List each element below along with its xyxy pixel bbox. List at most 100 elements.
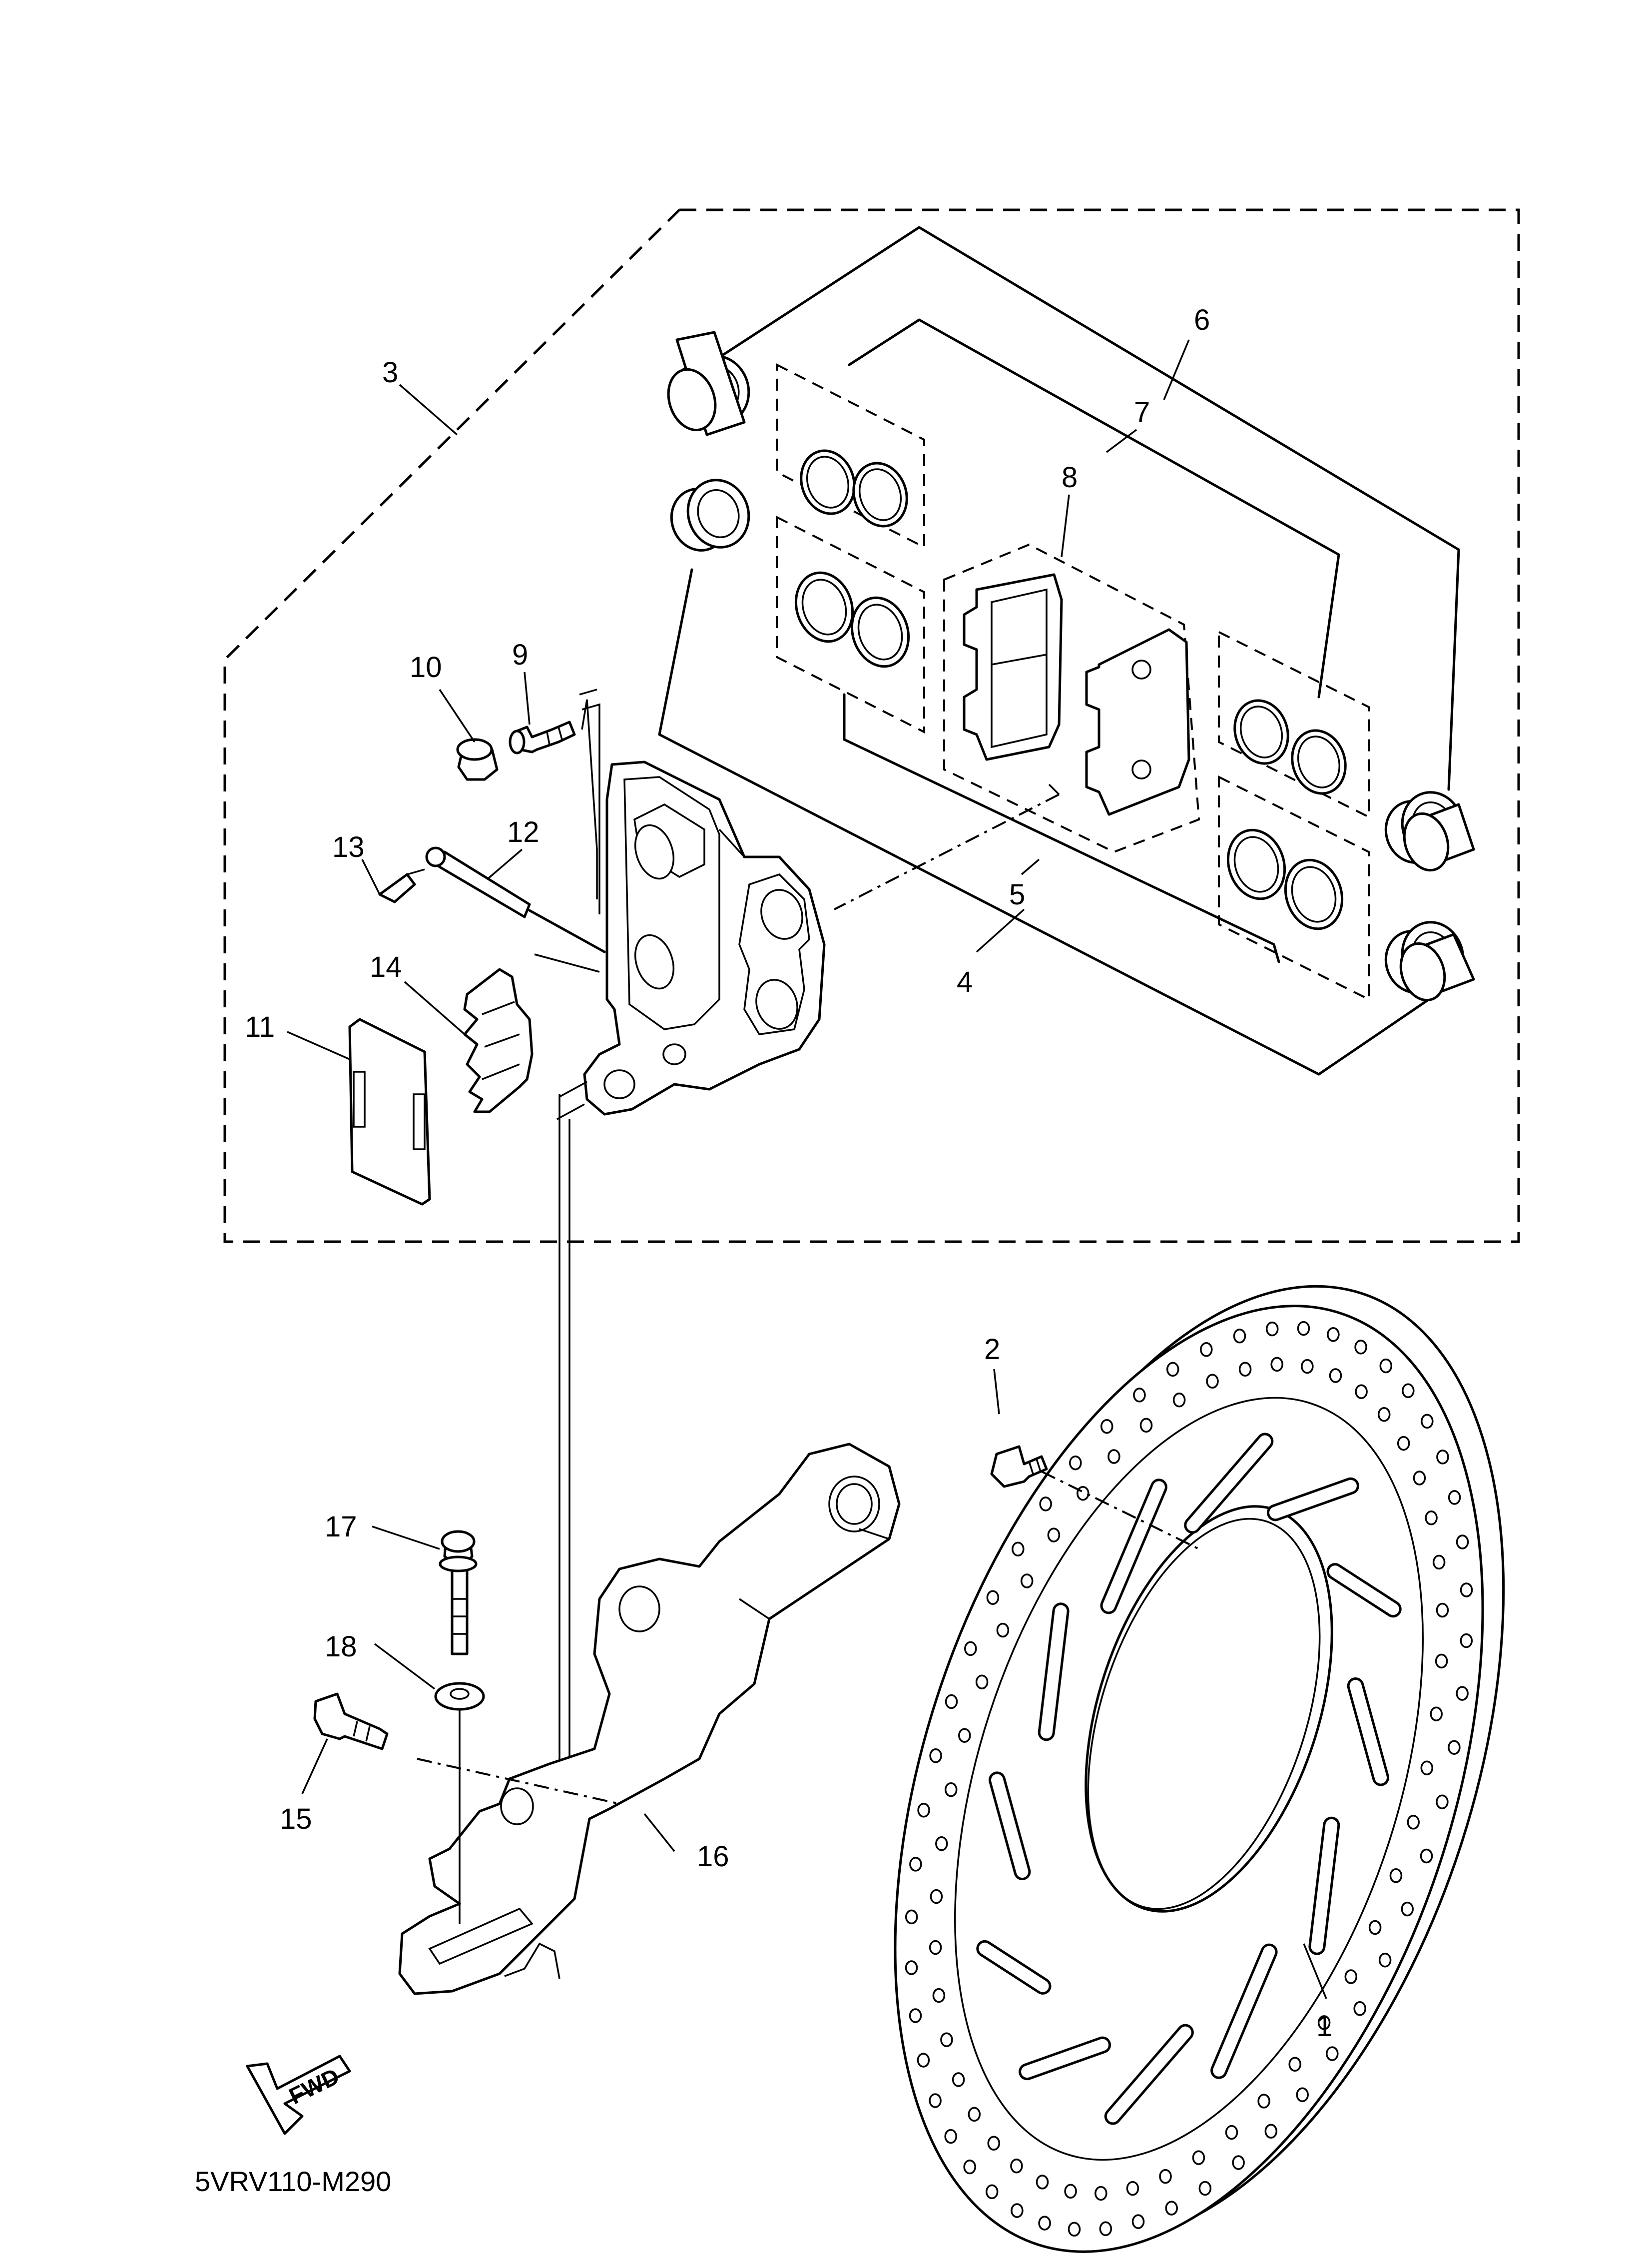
disc-hole — [1456, 1686, 1469, 1701]
brake-pad-icon[interactable] — [943, 543, 1200, 853]
brake-disc-icon[interactable] — [786, 1212, 1614, 2258]
disc-hole — [952, 2072, 965, 2087]
disc-hole — [1233, 1329, 1246, 1344]
disc-hole — [1020, 1573, 1034, 1588]
disc-hole — [1100, 1419, 1113, 1434]
callouts: 1 2 3 4 5 6 7 8 9 10 11 12 13 14 15 16 1… — [245, 304, 1332, 2043]
disc-hole — [1425, 1510, 1438, 1525]
callout-10[interactable]: 10 — [410, 651, 442, 684]
disc-hole — [1448, 1740, 1461, 1755]
seal-set-c[interactable] — [1227, 694, 1353, 800]
callout-16[interactable]: 16 — [697, 1840, 729, 1873]
disc-hole — [1420, 1848, 1433, 1864]
pad-spring-icon[interactable] — [463, 968, 534, 1113]
disc-hole — [1166, 1362, 1179, 1377]
callout-8[interactable]: 8 — [1062, 461, 1078, 494]
sleeve-icon[interactable] — [661, 331, 746, 436]
disc-hole — [1368, 1920, 1382, 1935]
callout-14[interactable]: 14 — [370, 951, 402, 983]
disc-hole — [905, 1909, 918, 1925]
disc-slot-inner — [1311, 1819, 1338, 1953]
callout-12[interactable]: 12 — [507, 816, 540, 848]
caliper-body-icon[interactable] — [583, 760, 826, 1116]
disc-hole — [1165, 2201, 1178, 2216]
disc-hole — [975, 1674, 989, 1689]
sleeve-right[interactable] — [1394, 803, 1475, 1006]
piston-seal-icon[interactable] — [776, 318, 1370, 1001]
seal-set-d[interactable] — [1219, 822, 1351, 936]
disc-hole — [930, 1889, 943, 1904]
disc-hole — [935, 1836, 948, 1851]
disc-hole — [1413, 1471, 1426, 1486]
disc-hole — [917, 1803, 930, 1818]
clip-icon[interactable] — [378, 868, 425, 903]
disc-hole — [1377, 1407, 1391, 1422]
disc-hole — [909, 2008, 922, 2023]
disc-hole — [1064, 2184, 1077, 2199]
disc-slot-inner — [1349, 1680, 1387, 1784]
callout-15[interactable]: 15 — [280, 1803, 312, 1835]
disc-slot-inner — [1102, 1481, 1165, 1612]
callout-17[interactable]: 17 — [325, 1510, 357, 1543]
piston-mid-left[interactable] — [664, 472, 758, 558]
pad-assembly-link — [834, 793, 1060, 910]
disc-hole — [1436, 1450, 1449, 1465]
brake-pad-left[interactable] — [963, 573, 1063, 761]
disc-hole — [1297, 1321, 1310, 1336]
disc-hole — [985, 2184, 999, 2200]
caliper-bracket-icon[interactable] — [398, 1443, 901, 1995]
callout-3[interactable]: 3 — [382, 356, 398, 389]
callout-6[interactable]: 6 — [1194, 304, 1210, 336]
disc-hole — [1238, 1362, 1252, 1377]
disc-hole — [1402, 1383, 1415, 1399]
seal-set-a[interactable] — [793, 444, 915, 533]
disc-hole — [1379, 1358, 1393, 1374]
bleed-screw-icon[interactable] — [509, 721, 576, 754]
seal-set-b[interactable] — [787, 565, 917, 674]
caliper-assembly-boundary — [223, 208, 1520, 1243]
disc-hole — [1329, 1368, 1342, 1383]
disc-hole — [1401, 1901, 1414, 1917]
disc-hole — [929, 1748, 942, 1763]
disc-hole — [1353, 2001, 1366, 2016]
disc-hole — [1068, 2222, 1081, 2237]
disc-slot-inner — [1329, 1565, 1399, 1615]
disc-hole — [1288, 2057, 1301, 2072]
disc-hole — [917, 2053, 930, 2068]
disc-hole — [1192, 2150, 1205, 2165]
callout-5[interactable]: 5 — [1009, 878, 1025, 911]
disc-hole — [1172, 1393, 1186, 1408]
flange-bolt-icon[interactable] — [439, 1530, 478, 1655]
callout-13[interactable]: 13 — [332, 831, 365, 863]
callout-11[interactable]: 11 — [245, 1011, 275, 1043]
callout-2[interactable]: 2 — [984, 1333, 1000, 1366]
disc-hole — [1317, 2015, 1331, 2030]
pad-shim-icon[interactable] — [348, 1018, 431, 1206]
disc-hole — [1099, 2221, 1112, 2237]
sleeve-1[interactable] — [661, 331, 746, 436]
disc-bolt-icon[interactable] — [990, 1445, 1048, 1488]
disc-hole — [1077, 1486, 1090, 1501]
callout-9[interactable]: 9 — [512, 639, 528, 671]
callout-4[interactable]: 4 — [957, 966, 973, 998]
leader-lines — [287, 339, 1327, 1999]
disc-hole — [958, 1728, 971, 1743]
washer-icon[interactable] — [434, 1682, 485, 1711]
disc-hole — [1296, 2087, 1309, 2103]
callout-1[interactable]: 1 — [1316, 2010, 1332, 2043]
callout-7[interactable]: 7 — [1134, 396, 1150, 429]
bleed-cap-icon[interactable] — [456, 738, 499, 781]
bolt-icon[interactable] — [313, 1692, 389, 1750]
disc-hole — [1436, 1602, 1449, 1618]
disc-hole — [1460, 1582, 1473, 1597]
disc-hole — [932, 1988, 946, 2003]
disc-hole — [1159, 2169, 1172, 2184]
disc-hole — [1355, 1384, 1368, 1399]
disc-hole — [1257, 2094, 1270, 2109]
disc-hole — [1430, 1706, 1443, 1721]
disc-hole — [1407, 1815, 1420, 1830]
callout-18[interactable]: 18 — [325, 1630, 357, 1663]
pad-pin-icon[interactable] — [425, 846, 606, 953]
brake-pad-right[interactable] — [1085, 628, 1190, 816]
disc-hole — [1432, 1554, 1446, 1570]
